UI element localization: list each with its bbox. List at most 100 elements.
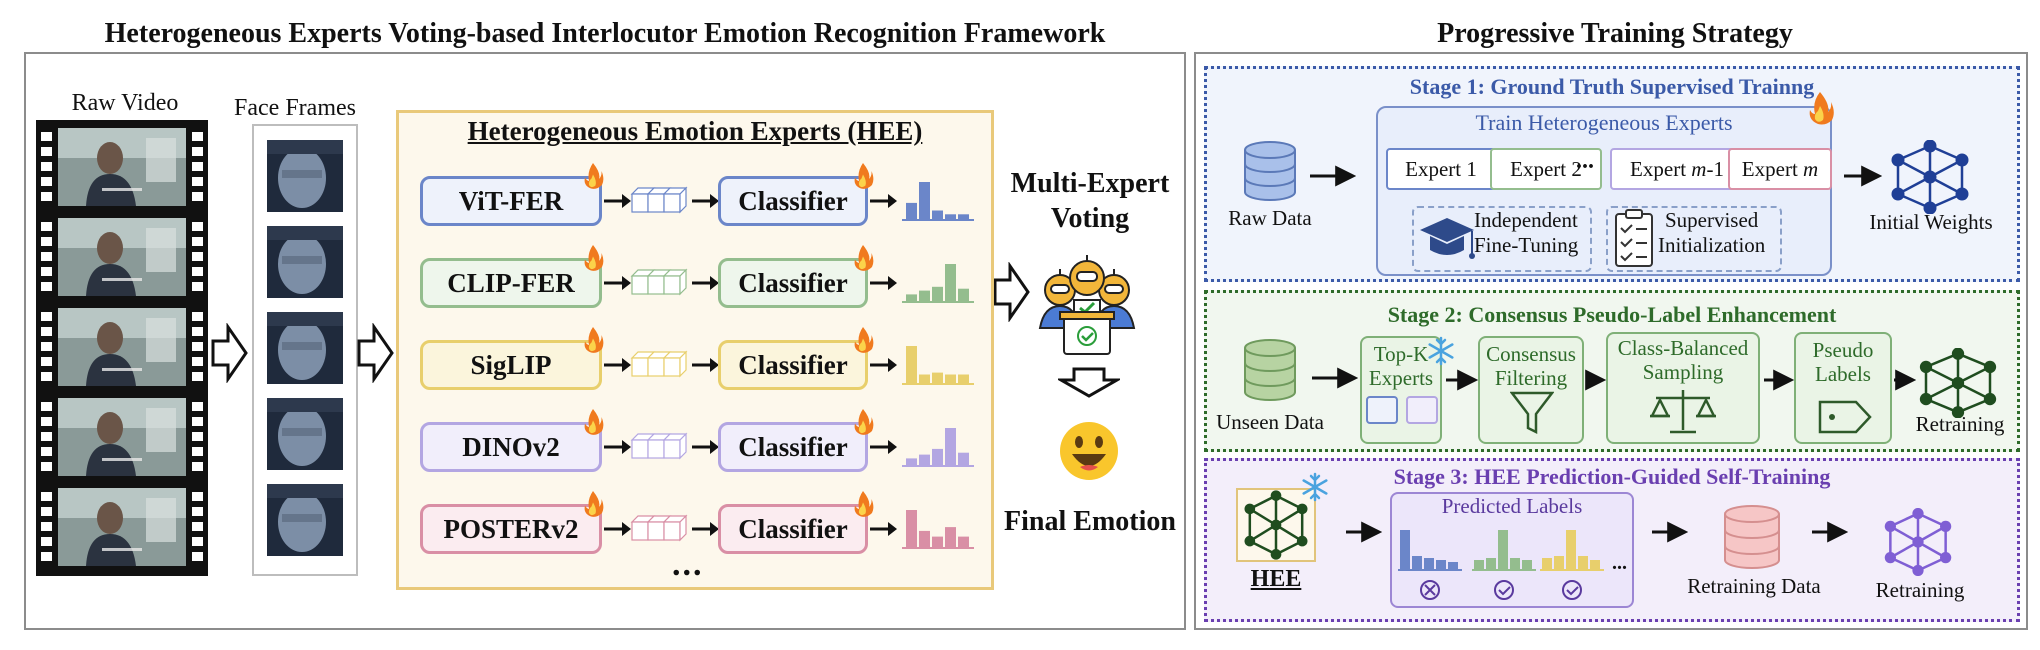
classifier-label: Classifier [738,513,848,544]
initialization-text: Initialization [1658,233,1766,258]
predicted-bar [1474,560,1484,570]
pseudo-line2: Labels [1815,362,1871,387]
arrow [604,276,631,290]
fire-icon [1809,92,1834,125]
classifier-box: Classifier [718,176,868,226]
arrow [870,358,897,372]
expert-box: DINOv2 [420,422,602,472]
arrow [692,194,719,208]
prediction-histogram [902,428,974,467]
retraining-data-label: Retraining Data [1687,574,1821,598]
fire-icon [854,245,874,271]
classifier-box: Classifier [718,258,868,308]
database-icon [1244,339,1296,401]
voting-label-line1: Multi-Expert [1010,168,1170,199]
predicted-bar [1436,560,1446,570]
check-mark [1566,586,1579,596]
feature-cubes-icon [630,350,688,378]
predicted-bar [1578,556,1588,570]
balance-scale-icon [1649,390,1717,434]
snowflake-icon [1428,336,1454,366]
topk-expert-mini [1366,396,1398,424]
fire-icon [854,163,874,189]
raw-video-filmstrip [36,120,208,576]
predicted-bar [1522,560,1532,570]
topk-experts-box: Top-K Experts [1360,336,1442,444]
arrow [870,276,897,290]
raw-video-label: Raw Video [71,90,179,116]
predicted-labels-title: Predicted Labels [1441,494,1583,518]
network-icon-initial-weights [1891,140,1969,214]
predicted-bar [1486,558,1496,570]
stage1-expert-box: Expert m [1728,148,1832,190]
fire-icon [584,409,604,435]
consensus-line2: Filtering [1494,366,1568,391]
face-frames [267,140,343,556]
topk-line1: Top-K [1373,342,1429,366]
right-title: Progressive Training Strategy [1437,18,1793,49]
stage3-retraining-label: Retraining [1875,578,1965,602]
tag-icon [1818,400,1872,434]
classifier-box: Classifier [718,422,868,472]
stage1-expert-label: Expert 2 [1510,156,1582,181]
class-line2: Sampling [1642,360,1724,385]
network-icon-hee [1244,490,1308,560]
fire-icon [854,409,874,435]
check-circle-icon [1562,580,1582,600]
database-icon [1724,505,1780,569]
feature-cubes-icon [630,268,688,296]
stage1-expert-label: Expert m [1741,156,1819,181]
classifier-label: Classifier [738,185,848,216]
hee-title: Heterogeneous Emotion Experts (HEE) [467,116,923,146]
topk-line2: Experts [1368,366,1434,391]
classifier-box: Classifier [718,340,868,390]
prediction-histogram [902,346,974,385]
stage1-expert-box: Expert m-1 [1610,148,1744,190]
voting-label: Multi-Expert Voting [990,166,1190,236]
supervised-initialization-box [1606,206,1782,272]
hollow-arrow-icon [211,323,248,383]
predicted-bar [1498,530,1508,570]
hollow-arrow-icon [993,262,1030,322]
fire-icon [854,327,874,353]
pseudo-labels-box: Pseudo Labels [1794,332,1892,444]
face-frames-container [252,124,358,576]
expert-box: SigLIP [420,340,602,390]
predicted-dots: ... [1612,552,1627,574]
independent-text: Independent [1474,208,1578,232]
arrow [692,276,719,290]
expert-name: SigLIP [470,349,552,380]
expert-box: POSTERv2 [420,504,602,554]
pseudo-line1: Pseudo [1812,338,1874,362]
fire-icon [584,245,604,271]
classifier-label: Classifier [738,431,848,462]
predicted-bar [1448,562,1458,570]
expert-name: POSTERv2 [443,513,579,544]
expert-name: CLIP-FER [447,267,575,298]
raw-data-label: Raw Data [1228,206,1312,230]
cross-circle-icon [1420,580,1440,600]
network-icon-stage3-retraining [1884,508,1952,576]
arrow [692,522,719,536]
classifier-box: Classifier [718,504,868,554]
hollow-arrow-icon [357,323,394,383]
consensus-filtering-box: Consensus Filtering [1478,336,1584,444]
train-experts-title: Train Heterogeneous Experts [1475,110,1733,135]
fire-icon [584,491,604,517]
expert-box: ViT-FER [420,176,602,226]
stage1-expert-box: Expert 1 [1386,148,1496,190]
database-icon [1244,141,1296,201]
initial-weights-label: Initial Weights [1869,210,1993,234]
expert-name: DINOv2 [462,431,560,462]
stage1-expert-label: Expert m-1 [1630,156,1724,181]
independent-finetuning-box [1412,206,1592,272]
arrow [604,358,631,372]
prediction-histogram [902,182,974,221]
check-mark [1498,586,1511,596]
arrow [870,440,897,454]
funnel-icon [1510,391,1554,435]
predicted-bar [1510,558,1520,570]
final-emotion-label: Final Emotion [1004,506,1176,537]
predicted-labels-chart [1398,530,1604,600]
unseen-data-label: Unseen Data [1216,410,1324,434]
